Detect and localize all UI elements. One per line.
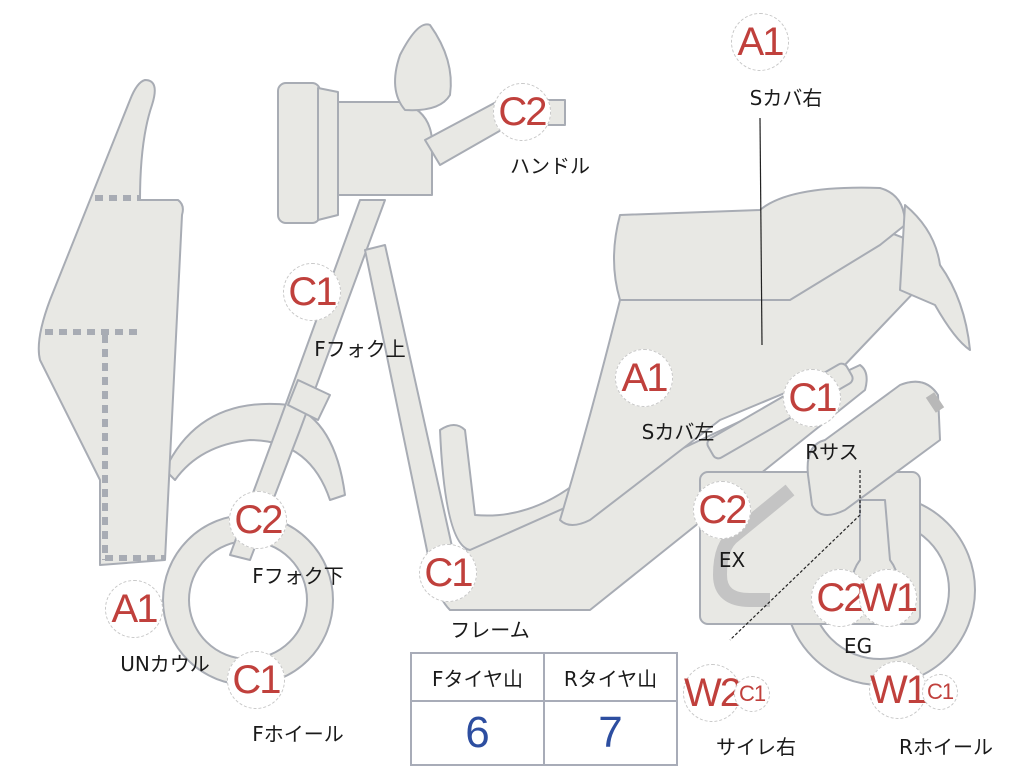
- part-label-engine: EG: [843, 634, 873, 658]
- grade-badge: A1: [105, 580, 163, 638]
- floor: [439, 419, 651, 551]
- seat: [613, 186, 906, 301]
- part-label-rear-suspension: Rサス: [805, 440, 859, 464]
- part-label-s-cover-right: Sカバ右: [749, 86, 823, 110]
- grade-badge: C2: [693, 481, 751, 539]
- grade-badge: C1: [283, 263, 341, 321]
- exhaust-pipe: [713, 484, 795, 607]
- front-fork: [229, 199, 386, 561]
- grade-badge: A1: [731, 13, 789, 71]
- part-label-under-cowl: UNカウル: [120, 652, 210, 676]
- grade-badge: C2: [493, 83, 551, 141]
- front-tyre-value: 6: [410, 700, 545, 766]
- tyre-tread-table: Fタイヤ山 Rタイヤ山 6 7: [410, 652, 678, 766]
- front-tyre-header: Fタイヤ山: [410, 652, 545, 702]
- part-label-rear-wheel: Rホイール: [899, 735, 993, 759]
- part-label-front-fork-lower: Fフォク下: [252, 564, 344, 588]
- grade-badge: W1: [869, 661, 928, 719]
- part-label-front-wheel: Fホイール: [252, 722, 344, 746]
- part-label-muffler-right: サイレ右: [716, 735, 796, 759]
- headlight: [277, 82, 321, 224]
- grade-badge: C1: [783, 369, 841, 427]
- part-label-exhaust: EX: [718, 548, 746, 572]
- rear-tyre-value: 7: [543, 700, 678, 766]
- grade-badge: A1: [615, 349, 673, 407]
- rear-shock: [806, 380, 941, 516]
- grade-badge: C1: [419, 544, 477, 602]
- leader-line: [729, 470, 861, 641]
- grade-badge: W1: [859, 569, 918, 627]
- part-label-s-cover-left: Sカバ左: [641, 420, 715, 444]
- leg-shield: [37, 79, 184, 566]
- grade-badge: C2: [229, 491, 287, 549]
- grade-badge: C1: [227, 651, 285, 709]
- mirror: [394, 23, 452, 112]
- part-label-front-fork-upper: Fフォク上: [314, 337, 406, 361]
- tail: [899, 204, 971, 351]
- rear-tyre-header: Rタイヤ山: [543, 652, 678, 702]
- part-label-frame: フレーム: [450, 618, 530, 642]
- grade-badge: W2: [683, 664, 742, 722]
- frame-down: [364, 244, 456, 566]
- leader-line: [759, 117, 763, 346]
- part-label-handle: ハンドル: [510, 154, 590, 178]
- grade-badge-small: C1: [922, 674, 958, 710]
- grade-badge-small: C1: [734, 676, 770, 712]
